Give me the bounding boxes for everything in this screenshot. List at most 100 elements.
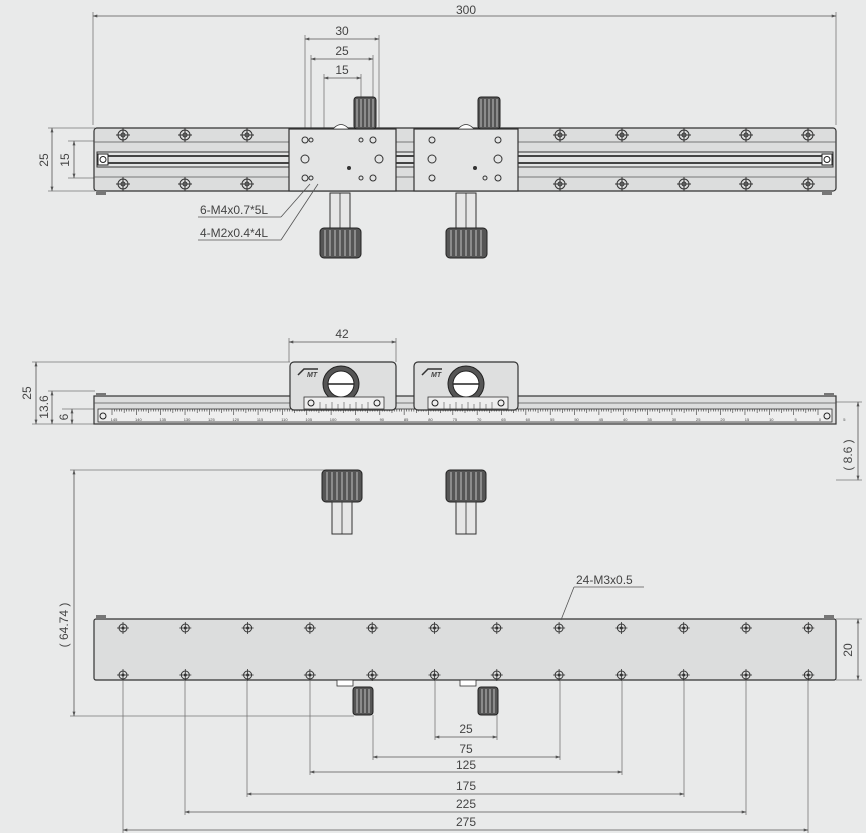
thread-callouts: 6-M4x0.7*5L 4-M2x0.4*4L — [198, 183, 319, 241]
dimension-30-label: 30 — [335, 24, 349, 38]
scale-label: 140 — [135, 417, 142, 422]
m3-hole — [428, 622, 441, 634]
m3-hole — [615, 622, 628, 634]
rail-bottom — [93, 618, 837, 681]
scale-label: 125 — [208, 417, 215, 422]
bottom-mounting-holes — [117, 622, 815, 681]
m3-hole — [241, 669, 254, 681]
callout-m3-label: 24-M3x0.5 — [576, 573, 633, 587]
carriage-right-front: MT — [413, 361, 519, 411]
scale-label: 30 — [672, 417, 677, 422]
dimension-64-74-label: ( 64.74 ) — [57, 603, 71, 648]
carriage-right-top — [413, 96, 519, 259]
scale-label: 80 — [428, 417, 433, 422]
end-screw-left — [97, 153, 109, 166]
scale-label: 20 — [720, 417, 725, 422]
spacing-275-label: 275 — [456, 815, 476, 829]
dimension-13-6-label: 13.6 — [37, 395, 51, 419]
dimension-ladder: 25 75 125 175 225 275 — [122, 680, 809, 833]
dimension-6-label: 6 — [57, 413, 71, 420]
m3-hole — [366, 669, 379, 681]
m3-hole — [179, 669, 192, 681]
bottom-view: ( 64.74 ) 20 24-M3x0.5 — [57, 469, 862, 833]
scale-label: 65 — [501, 417, 506, 422]
m3-hole — [179, 622, 192, 634]
scale-label: 90 — [380, 417, 385, 422]
scale-label: 45 — [599, 417, 604, 422]
m3-hole — [303, 622, 316, 634]
dimension-width: 25 15 — [37, 127, 95, 192]
dimension-overall-length: 300 — [92, 3, 837, 125]
m3-hole — [740, 622, 752, 634]
m3-hole — [241, 622, 254, 634]
m3-hole — [802, 622, 815, 634]
scale-label: 55 — [550, 417, 555, 422]
scale-label: 50 — [574, 417, 579, 422]
spacing-225-label: 225 — [456, 797, 476, 811]
brand-logo-2: MT — [431, 372, 442, 379]
scale-label: 95 — [355, 417, 360, 422]
callout-m4-label: 6-M4x0.7*5L — [200, 203, 268, 217]
m3-hole — [428, 669, 441, 681]
scale-label: 100 — [330, 417, 337, 422]
dimension-25-front-label: 25 — [20, 386, 34, 400]
m3-hole — [117, 669, 129, 681]
dimension-heights: 25 13.6 6 ( 8.6 ) — [20, 361, 862, 481]
dimension-8-6-label: ( 8.6 ) — [841, 439, 855, 470]
callout-m3: 24-M3x0.5 — [560, 573, 644, 621]
m3-hole — [490, 669, 503, 681]
m3-hole — [490, 622, 503, 634]
dimension-42-label: 42 — [335, 327, 349, 341]
m3-hole — [677, 622, 690, 634]
scale-label: 85 — [404, 417, 409, 422]
m3-hole — [303, 669, 316, 681]
front-view: 42 25 13.6 6 ( 8.6 ) 145 140 135 130 125 120 1… — [20, 327, 862, 481]
spacing-75-label: 75 — [459, 742, 473, 756]
scale-label: 10 — [769, 417, 774, 422]
scale-label: 5 — [843, 417, 846, 422]
scale-label: 60 — [526, 417, 531, 422]
scale-label: 115 — [257, 417, 264, 422]
dimension-15-label: 15 — [335, 63, 349, 77]
m3-hole — [366, 622, 379, 634]
scale-label: 135 — [159, 417, 166, 422]
m3-hole — [802, 669, 815, 681]
dimension-300-label: 300 — [456, 3, 476, 17]
m3-hole — [615, 669, 628, 681]
dimension-20-label: 20 — [841, 643, 855, 657]
spacing-25-label: 25 — [459, 722, 473, 736]
scale-label: 130 — [184, 417, 191, 422]
dimension-width-15-label: 15 — [58, 153, 72, 167]
callout-m2-label: 4-M2x0.4*4L — [200, 226, 268, 240]
scale-label: 40 — [623, 417, 628, 422]
bottom-knob-3 — [352, 686, 374, 716]
dimension-carriage-width: 42 — [288, 327, 397, 362]
carriage-left-top — [288, 96, 397, 259]
scale-label: 75 — [453, 417, 458, 422]
scale-label: 145 — [111, 417, 118, 422]
scale-label: 15 — [745, 417, 750, 422]
scale-label: 70 — [477, 417, 482, 422]
m3-hole — [553, 622, 566, 634]
spacing-175-label: 175 — [456, 779, 476, 793]
m3-hole — [677, 669, 690, 681]
scale-label: 110 — [281, 417, 288, 422]
scale-label: 120 — [232, 417, 239, 422]
carriage-left-front: MT — [289, 361, 397, 411]
end-screw-right — [821, 153, 833, 166]
scale-label: 25 — [696, 417, 701, 422]
top-view: 300 30 25 15 25 15 — [37, 3, 837, 259]
scale-label: 5 — [795, 417, 798, 422]
dimension-width-25-label: 25 — [37, 153, 51, 167]
scale-label: 35 — [647, 417, 652, 422]
dimension-25-label: 25 — [335, 44, 349, 58]
m3-hole — [553, 669, 566, 681]
dimension-overall-height: ( 64.74 ) 20 — [57, 469, 862, 717]
rail-mounting-holes — [116, 128, 815, 191]
spacing-125-label: 125 — [456, 758, 476, 772]
bottom-knob-4 — [477, 686, 499, 716]
m3-hole — [117, 622, 129, 634]
brand-logo-1: MT — [307, 372, 318, 379]
